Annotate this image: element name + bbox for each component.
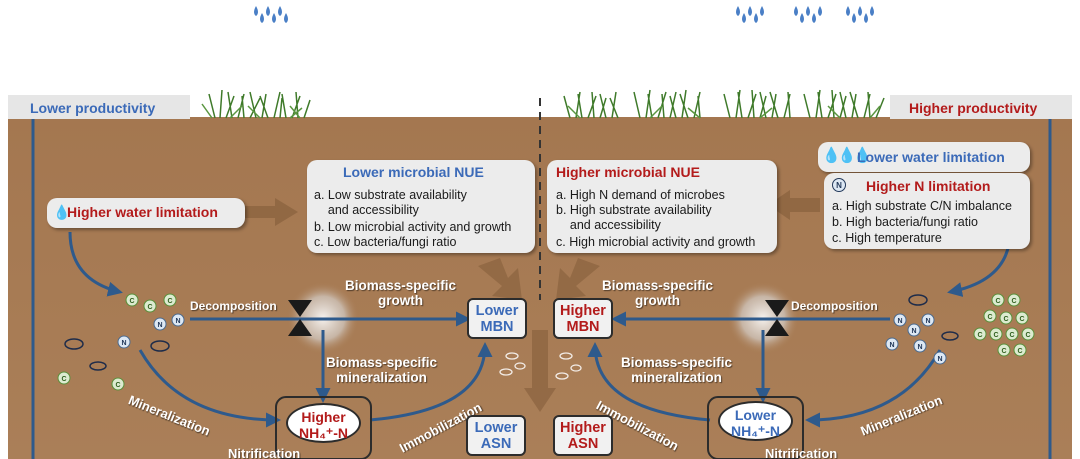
pool-line: ASN bbox=[468, 436, 524, 452]
pool-line: Higher bbox=[288, 409, 359, 425]
left-mineralization-specific-label: Biomass-specific mineralization bbox=[326, 355, 437, 385]
svg-text:C: C bbox=[129, 298, 134, 305]
right-mineralization-specific-label: Biomass-specific mineralization bbox=[621, 355, 732, 385]
pool-line: Lower bbox=[720, 407, 791, 423]
higher-asn-pool: Higher ASN bbox=[553, 415, 613, 456]
right-growth-label: Biomass-specific growth bbox=[602, 278, 713, 308]
pool-line: NH₄⁺-N bbox=[288, 425, 359, 441]
right-n-limitation-item: b. High bacteria/fungi ratio bbox=[832, 215, 978, 230]
right-nue-item: c. High microbial activity and growth bbox=[556, 235, 755, 250]
left-nue-item: c. Low bacteria/fungi ratio bbox=[314, 235, 456, 250]
grass-left bbox=[202, 90, 310, 118]
right-n-limitation-title: Higher N limitation bbox=[866, 178, 990, 194]
pool-line: MBN bbox=[469, 319, 525, 335]
rain-icon-left bbox=[254, 6, 288, 23]
svg-text:C: C bbox=[115, 382, 120, 389]
right-n-limitation-item: c. High temperature bbox=[832, 231, 942, 246]
left-nue-item: b. Low microbial activity and growth bbox=[314, 220, 511, 235]
lower-mbn-pool: Lower MBN bbox=[467, 298, 527, 339]
right-nue-box: Higher microbial NUE a. High N demand of… bbox=[547, 160, 777, 253]
svg-text:N: N bbox=[925, 318, 930, 325]
right-decomposition-label: Decomposition bbox=[791, 299, 878, 313]
svg-text:C: C bbox=[1003, 316, 1008, 323]
left-nitrification-label: Nitrification bbox=[228, 446, 300, 459]
svg-text:C: C bbox=[1009, 332, 1014, 339]
svg-text:C: C bbox=[977, 332, 982, 339]
pool-line: Lower bbox=[469, 303, 525, 319]
higher-nh4-pool: Higher NH₄⁺-N bbox=[286, 403, 361, 443]
left-growth-label: Biomass-specific growth bbox=[345, 278, 456, 308]
n-icon: N bbox=[832, 178, 846, 192]
svg-text:C: C bbox=[61, 376, 66, 383]
right-water-limitation-label: Lower water limitation bbox=[857, 149, 1005, 165]
pool-line: Higher bbox=[555, 303, 611, 319]
svg-text:N: N bbox=[911, 328, 916, 335]
right-n-limitation-item: a. High substrate C/N imbalance bbox=[832, 199, 1012, 214]
left-decomposition-label: Decomposition bbox=[190, 299, 277, 313]
svg-text:N: N bbox=[937, 356, 942, 363]
svg-text:C: C bbox=[1025, 332, 1030, 339]
rain-icon-right bbox=[736, 6, 874, 23]
svg-text:N: N bbox=[121, 340, 126, 347]
left-nue-title: Lower microbial NUE bbox=[343, 164, 484, 180]
svg-text:N: N bbox=[175, 318, 180, 325]
svg-text:C: C bbox=[995, 298, 1000, 305]
right-nue-item: a. High N demand of microbes bbox=[556, 188, 725, 203]
svg-text:C: C bbox=[167, 298, 172, 305]
right-nue-title: Higher microbial NUE bbox=[556, 164, 700, 180]
right-n-limitation-box: N Higher N limitation a. High substrate … bbox=[824, 173, 1030, 249]
left-water-limitation-box: 💧 Higher water limitation bbox=[47, 198, 245, 228]
grass-right bbox=[564, 90, 884, 118]
pool-line: ASN bbox=[555, 436, 611, 452]
pool-line: Lower bbox=[468, 420, 524, 436]
right-nitrification-label: Nitrification bbox=[765, 446, 837, 459]
pool-line: MBN bbox=[555, 319, 611, 335]
svg-text:C: C bbox=[147, 304, 152, 311]
svg-text:C: C bbox=[1017, 348, 1022, 355]
svg-text:C: C bbox=[987, 314, 992, 321]
svg-text:N: N bbox=[157, 322, 162, 329]
svg-text:N: N bbox=[889, 342, 894, 349]
left-nue-box: Lower microbial NUE a. Low substrate ava… bbox=[307, 160, 535, 253]
svg-text:C: C bbox=[1001, 348, 1006, 355]
right-water-limitation-box: 💧💧💧 Lower water limitation bbox=[818, 142, 1030, 172]
svg-text:N: N bbox=[897, 318, 902, 325]
left-nue-item: a. Low substrate availability and access… bbox=[314, 188, 467, 218]
lower-nh4-pool: Lower NH₄⁺-N bbox=[718, 401, 793, 441]
right-header: Higher productivity bbox=[909, 100, 1037, 116]
pool-line: NH₄⁺-N bbox=[720, 423, 791, 439]
svg-text:N: N bbox=[917, 344, 922, 351]
pool-line: Higher bbox=[555, 420, 611, 436]
left-header: Lower productivity bbox=[30, 100, 155, 116]
left-water-limitation-label: Higher water limitation bbox=[67, 204, 218, 220]
svg-text:C: C bbox=[993, 332, 998, 339]
lower-asn-pool: Lower ASN bbox=[466, 415, 526, 456]
svg-text:C: C bbox=[1011, 298, 1016, 305]
right-nue-item: b. High substrate availability and acces… bbox=[556, 203, 712, 233]
svg-text:C: C bbox=[1019, 316, 1024, 323]
higher-mbn-pool: Higher MBN bbox=[553, 298, 613, 339]
